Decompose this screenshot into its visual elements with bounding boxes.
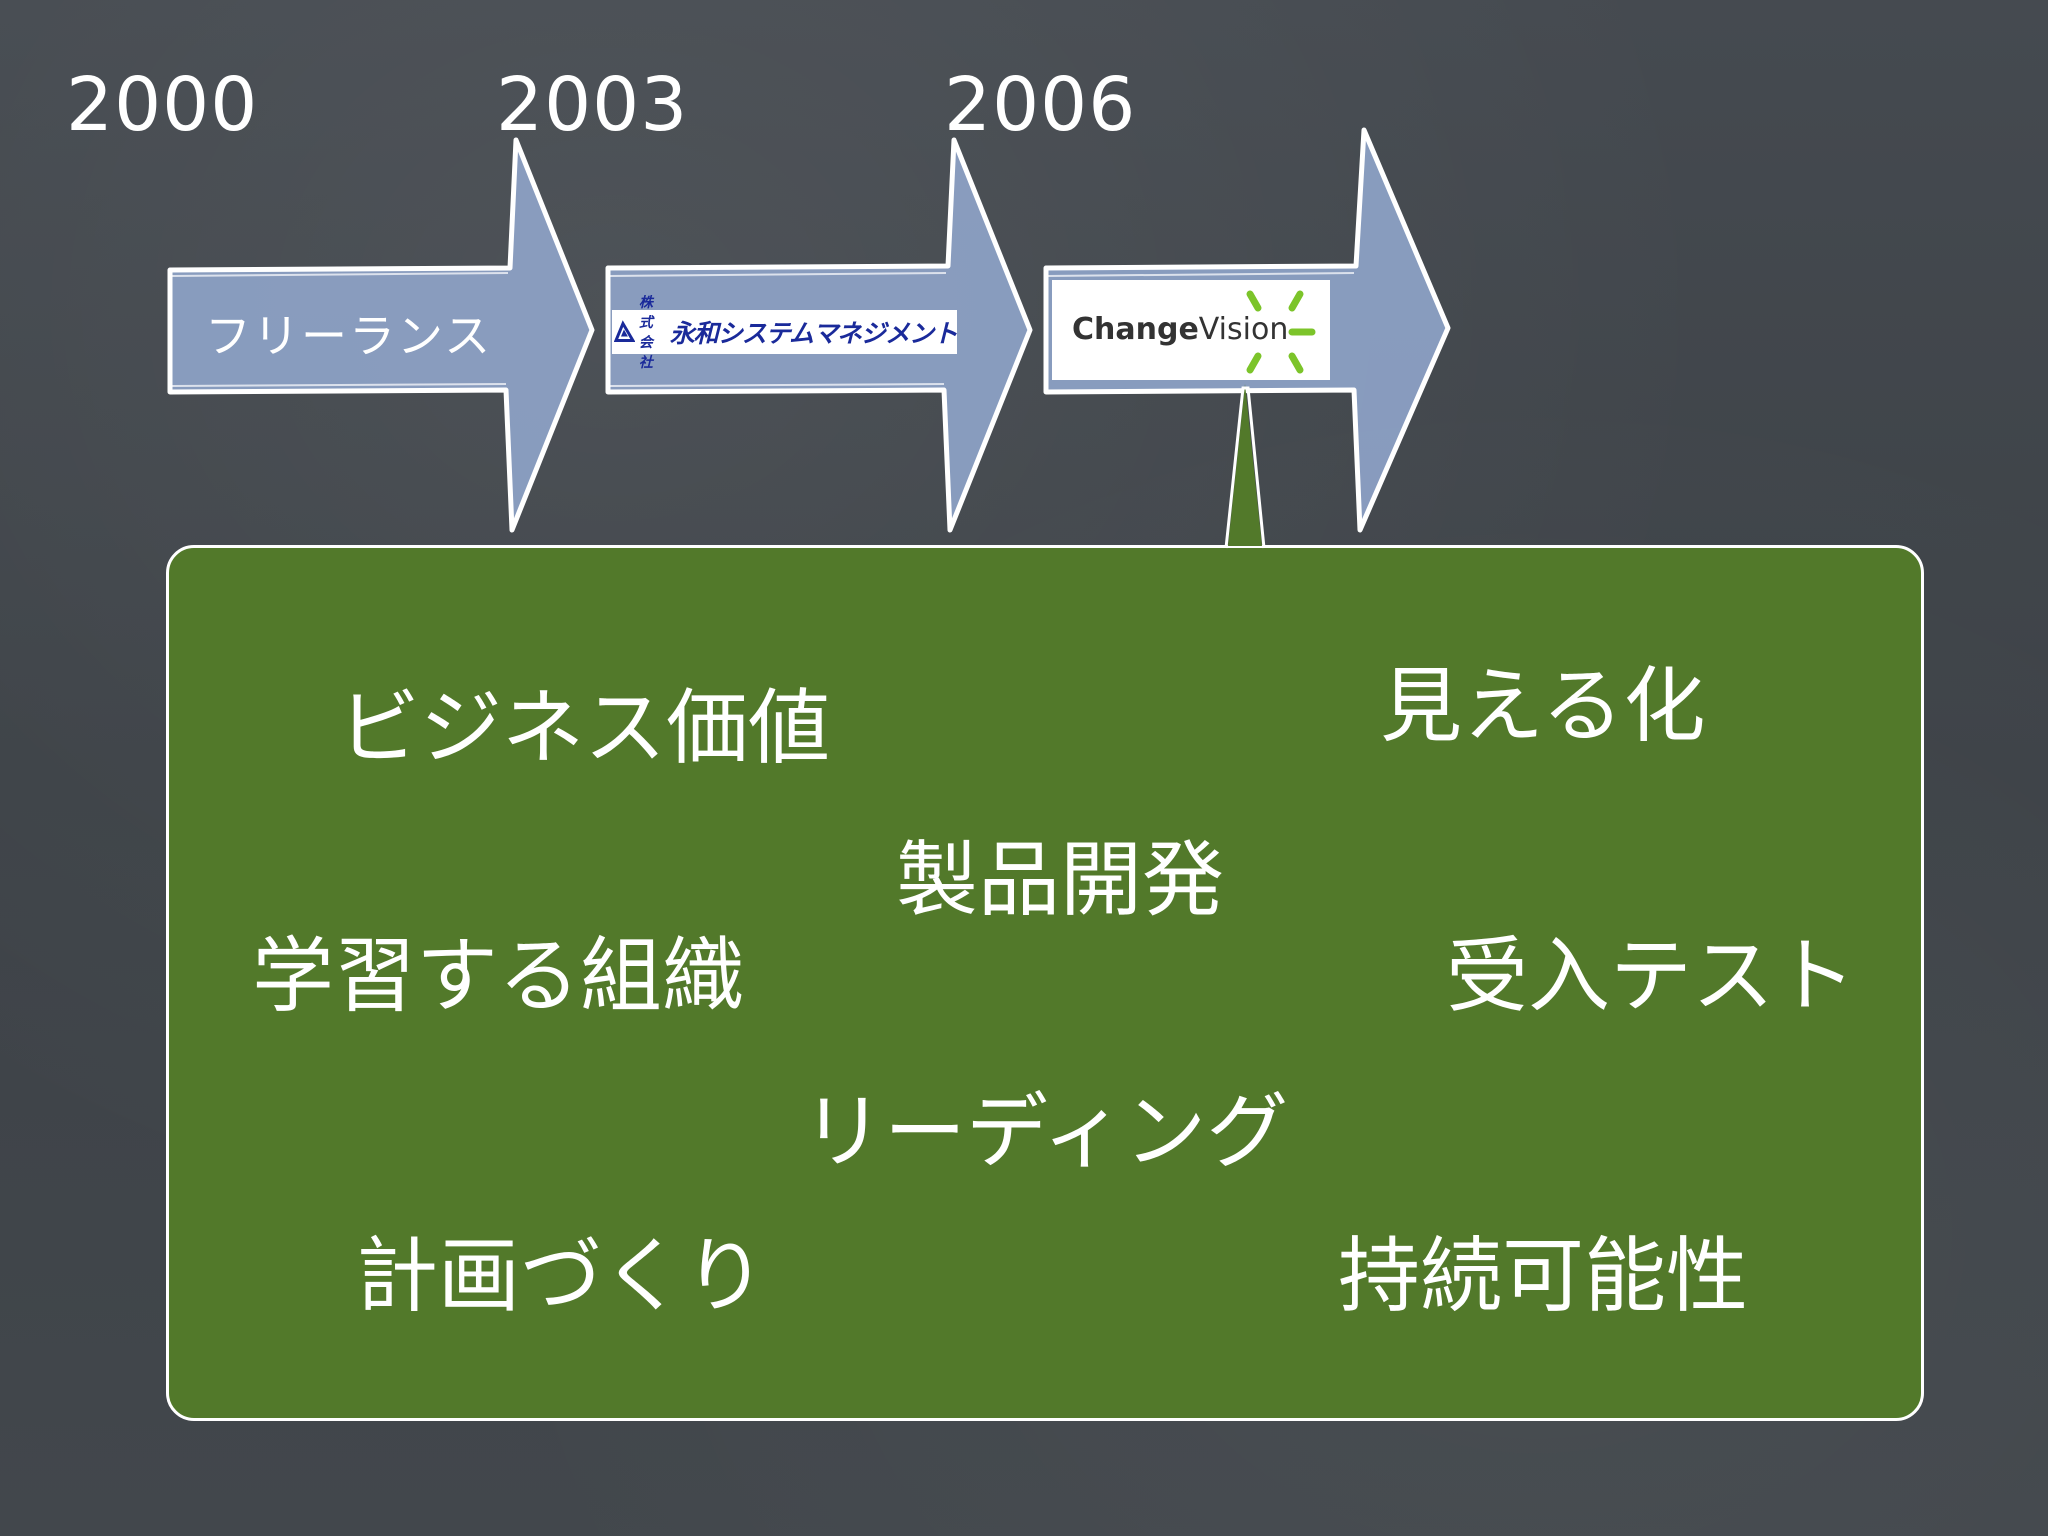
company-logo-changevision: ChangeVision — [1052, 280, 1330, 380]
keyword-leading: リーディング — [802, 1085, 1289, 1180]
year-2003-label: 2003 — [496, 62, 689, 148]
keyword-planning: 計画づくり — [356, 1229, 767, 1324]
sparkle-logo-icon — [1246, 290, 1316, 374]
keyword-product-development: 製品開発 — [896, 833, 1225, 928]
triangle-logo-icon — [614, 320, 635, 342]
changevision-wordmark: ChangeVision — [1072, 312, 1288, 347]
wordmark-bold: Change — [1072, 312, 1199, 347]
year-2000-label: 2000 — [66, 62, 259, 148]
keyword-callout-box — [166, 545, 1924, 1421]
freelance-label: フリーランス — [205, 309, 493, 363]
company-logo-eiwa: 株式会社 永和システムマネジメント — [612, 295, 958, 371]
timeline-arrows — [167, 127, 1451, 533]
company-name-label: 永和システムマネジメント — [669, 319, 958, 348]
company-type-label: 株式会社 — [638, 295, 653, 371]
keyword-business-value: ビジネス価値 — [338, 681, 831, 776]
keyword-sustainability: 持続可能性 — [1338, 1229, 1749, 1324]
keyword-visualization: 見える化 — [1380, 659, 1706, 754]
wordmark-regular: Vision — [1198, 312, 1289, 347]
keyword-acceptance-test: 受入テスト — [1446, 929, 1857, 1024]
keyword-learning-organization: 学習する組織 — [252, 929, 745, 1024]
timeline-arrow-freelance — [167, 137, 595, 533]
year-2006-label: 2006 — [944, 62, 1137, 148]
